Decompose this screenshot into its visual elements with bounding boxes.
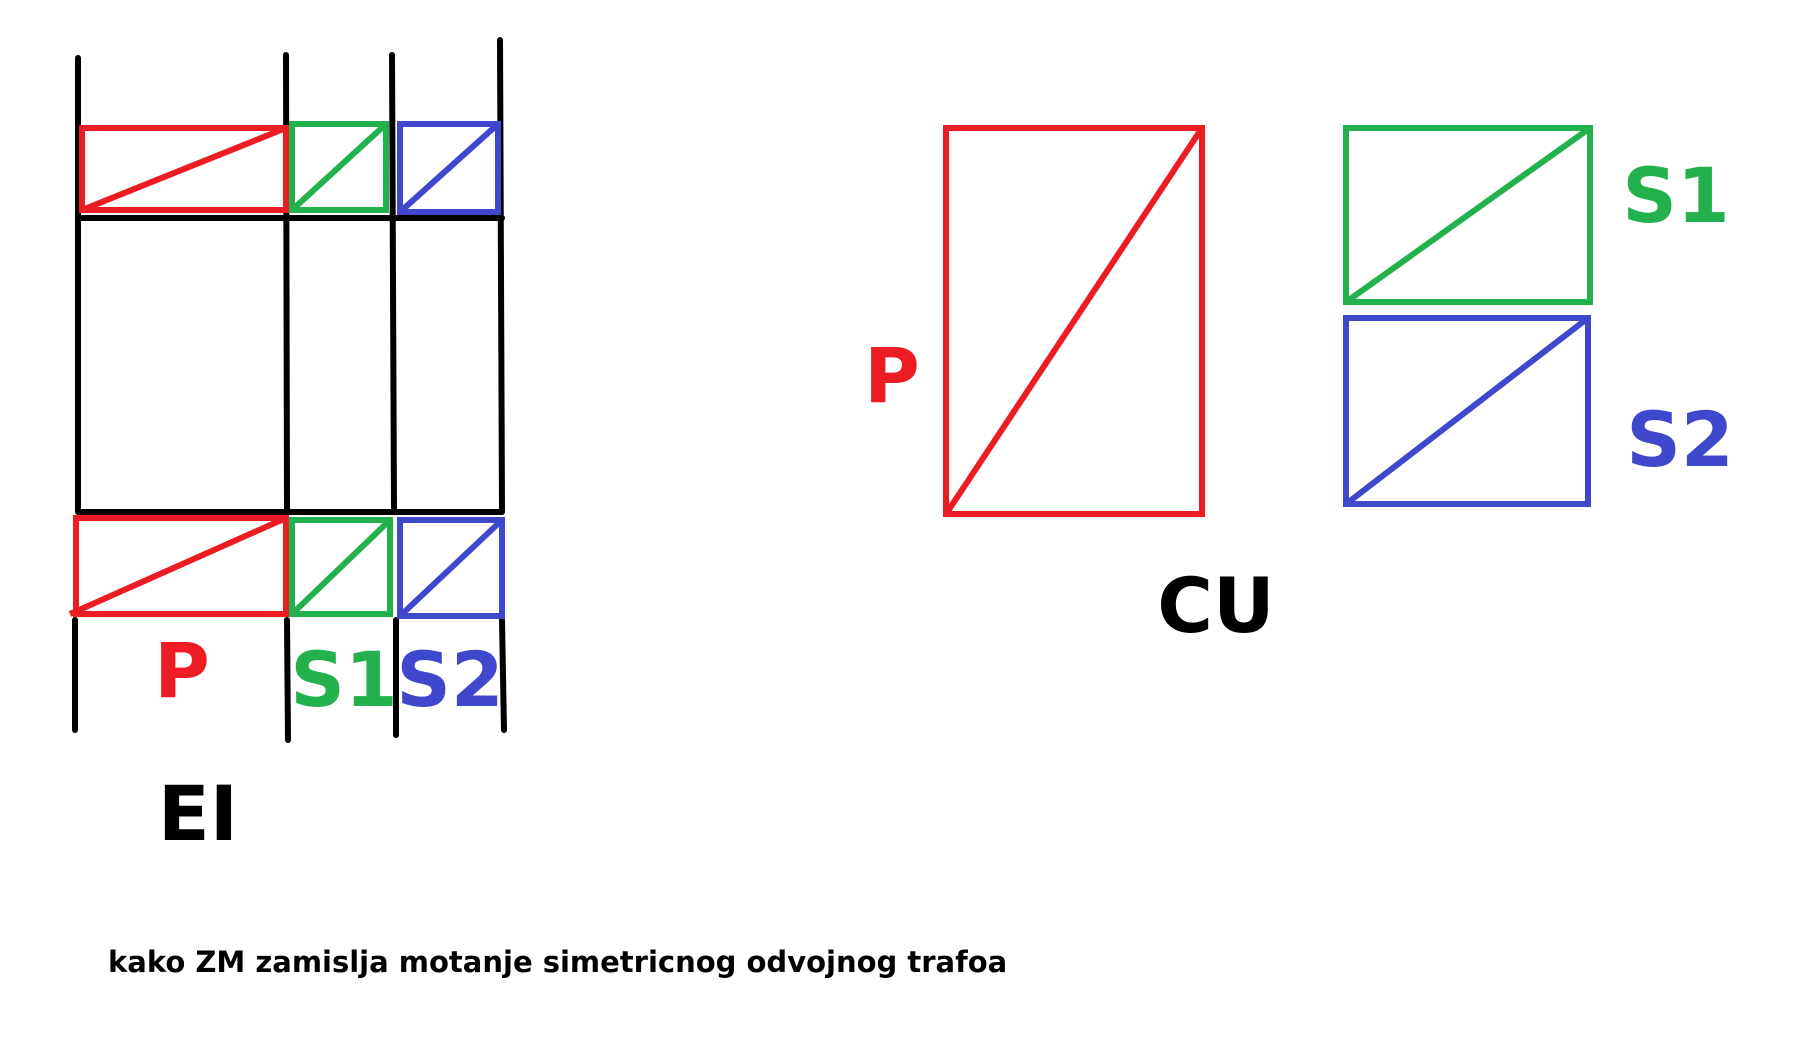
- ei-limb-line-4: [497, 37, 505, 513]
- ei-bottom-primary-winding: [68, 515, 289, 617]
- cu-primary-label: P: [864, 331, 920, 420]
- ei-limb-line-3: [389, 52, 397, 513]
- caption: kako ZM zamislja motanje simetricnog odv…: [108, 945, 1007, 979]
- ei-top-windings: [79, 121, 501, 215]
- ei-primary-label: P: [154, 626, 210, 715]
- ei-limb-line-2: [283, 52, 290, 513]
- ei-bottom-s2-winding: [397, 517, 505, 619]
- ei-s2-label: S2: [396, 635, 504, 724]
- cu-s1-label: S1: [1622, 151, 1730, 240]
- ei-s1-label: S1: [290, 635, 398, 724]
- ei-core-diagram: P S1 S2 EI: [68, 37, 507, 858]
- ei-bottom-windings: [68, 515, 505, 619]
- ei-leg-4: [499, 617, 507, 733]
- cu-s2-winding: [1343, 315, 1591, 507]
- ei-top-s2-winding: [397, 121, 501, 215]
- cu-primary-winding: [943, 125, 1205, 517]
- ei-top-s1-winding: [289, 121, 389, 213]
- ei-bottom-s1-winding: [289, 517, 393, 617]
- cu-title: CU: [1157, 561, 1275, 650]
- cu-s1-winding: [1343, 125, 1593, 305]
- ei-leg-2: [284, 617, 291, 743]
- ei-title: EI: [158, 769, 238, 858]
- cu-s2-label: S2: [1626, 395, 1734, 484]
- cu-core-diagram: P S1 S2 CU: [864, 125, 1734, 650]
- ei-top-primary-winding: [79, 125, 289, 213]
